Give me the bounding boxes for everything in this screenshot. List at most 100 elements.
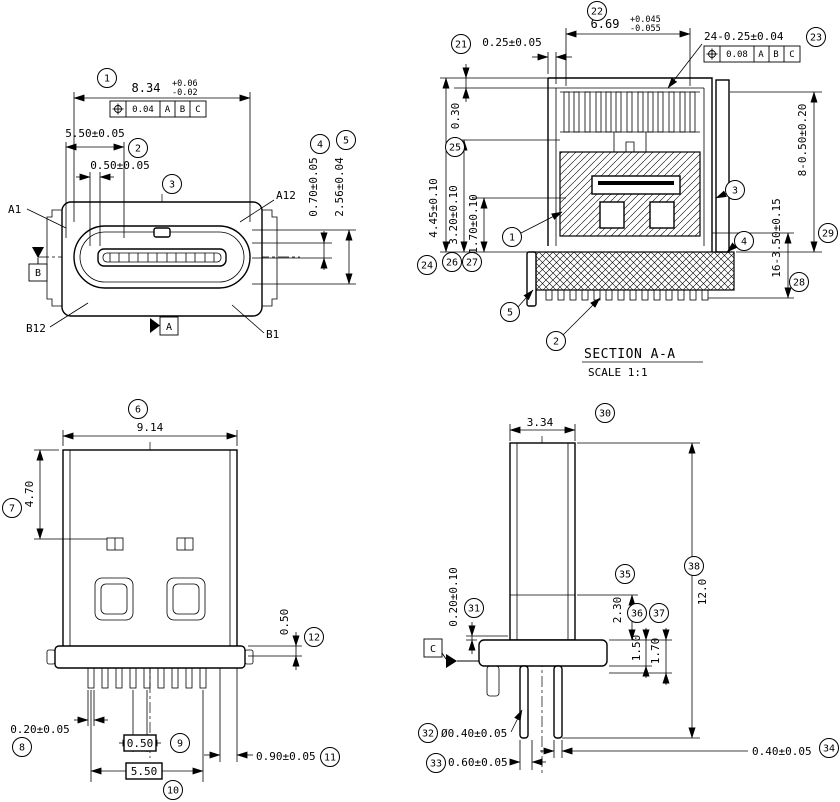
- balloon-34: 34: [819, 738, 839, 758]
- dim-0-30: 0.30: [449, 103, 462, 130]
- front-view-dimension-lines: [26, 92, 356, 334]
- feature-control-frame-front: 0.04 A B C: [109, 100, 207, 118]
- balloon-21: 21: [451, 34, 471, 54]
- dim-8-34-tol-minus: -0.02: [172, 88, 198, 98]
- dim-4-45: 4.45±0.10: [427, 178, 440, 238]
- dim-24-0-25: 24-0.25±0.04: [704, 30, 784, 43]
- balloon-38: 38: [684, 556, 704, 576]
- bottom-view: 9.14 4.70 0.20±0.05 0.50 5.50 0.90±0.05 …: [2, 399, 340, 800]
- svg-text:25: 25: [449, 143, 461, 154]
- balloon-36: 36: [627, 603, 647, 623]
- dim-1-70-side: 1.70: [649, 638, 662, 665]
- dim-8-0-50: 8-0.50±0.20: [796, 104, 809, 177]
- dim-0-60: 0.60±0.05: [448, 756, 508, 769]
- svg-text:2: 2: [135, 144, 141, 155]
- balloon-37: 37: [649, 603, 669, 623]
- svg-text:2: 2: [553, 337, 559, 348]
- front-view-shell: [46, 201, 278, 317]
- balloon-31: 31: [464, 598, 484, 618]
- dim-2-56: 2.56±0.04: [333, 157, 346, 217]
- svg-text:34: 34: [823, 744, 835, 755]
- svg-text:28: 28: [793, 278, 805, 289]
- svg-text:9: 9: [177, 739, 183, 750]
- bottom-view-body: [46, 449, 254, 689]
- position-tolerance-icon: [706, 48, 718, 60]
- latch-profile: [613, 132, 647, 153]
- svg-text:A: A: [166, 322, 172, 333]
- svg-text:27: 27: [466, 258, 478, 269]
- svg-text:38: 38: [688, 562, 700, 573]
- balloon-8: 8: [12, 737, 32, 757]
- dim-1-70-section: 1.70±0.10: [467, 194, 480, 254]
- svg-text:29: 29: [822, 229, 834, 240]
- dim-3-34: 3.34: [527, 416, 554, 429]
- pin-label-b12: B12: [26, 322, 46, 335]
- dim-0-70: 0.70±0.05: [307, 157, 320, 217]
- part-balloon-1: 1: [502, 227, 522, 247]
- svg-text:3: 3: [169, 180, 175, 191]
- svg-text:4: 4: [317, 140, 323, 151]
- svg-text:6: 6: [135, 405, 141, 416]
- feature-control-frame-section: 0.08 A B C: [703, 45, 801, 63]
- balloon-6: 6: [128, 399, 148, 419]
- svg-text:32: 32: [422, 729, 434, 740]
- svg-text:22: 22: [591, 7, 603, 18]
- part-balloon-3: 3: [725, 180, 745, 200]
- balloon-9: 9: [170, 733, 190, 753]
- dim-9-14: 9.14: [137, 421, 164, 434]
- balloon-27: 27: [462, 252, 482, 272]
- dim-6-69-tol-minus: -0.055: [630, 24, 661, 34]
- pin-label-a1: A1: [8, 203, 21, 216]
- svg-text:A: A: [758, 50, 764, 60]
- balloon-28: 28: [789, 272, 809, 292]
- svg-text:10: 10: [167, 786, 179, 797]
- svg-text:26: 26: [446, 258, 458, 269]
- svg-text:33: 33: [430, 759, 442, 770]
- svg-text:C: C: [195, 105, 200, 115]
- dim-0-20-bottom: 0.20±0.05: [10, 723, 70, 736]
- svg-text:1: 1: [104, 74, 110, 85]
- dim-3-20: 3.20±0.10: [447, 185, 460, 245]
- svg-text:24: 24: [421, 261, 433, 272]
- dim-5-50-boxed: 5.50: [125, 762, 163, 780]
- dim-4-70: 4.70: [23, 481, 36, 508]
- side-view: 3.34 12.0 2.30 1.50 1.70 0.20±0.10 Ø0.40…: [418, 403, 839, 775]
- svg-text:35: 35: [619, 570, 631, 581]
- svg-text:31: 31: [468, 604, 480, 615]
- dim-8-34: 8.34: [132, 81, 161, 95]
- balloon-3: 3: [162, 174, 182, 194]
- pin-label-a12: A12: [276, 189, 296, 202]
- datum-c-flag: C: [423, 638, 479, 668]
- svg-text:37: 37: [653, 609, 665, 620]
- balloon-24: 24: [417, 255, 437, 275]
- svg-text:5: 5: [507, 308, 513, 319]
- balloon-1: 1: [97, 68, 117, 88]
- section-housing: [559, 151, 701, 237]
- dim-0-20-side: 0.20±0.10: [447, 567, 460, 627]
- balloon-35: 35: [615, 564, 635, 584]
- position-tolerance-icon: [112, 103, 124, 115]
- svg-text:5: 5: [343, 136, 349, 147]
- dim-dia-0-40: Ø0.40±0.05: [441, 727, 507, 740]
- dim-12-0: 12.0: [696, 579, 709, 606]
- section-base: [526, 251, 735, 307]
- balloon-5: 5: [336, 130, 356, 150]
- svg-text:7: 7: [9, 504, 15, 515]
- section-dimension-lines: [440, 28, 822, 336]
- datum-a-flag: A: [150, 316, 179, 336]
- svg-text:B: B: [35, 268, 41, 279]
- balloon-11: 11: [320, 747, 340, 767]
- svg-text:23: 23: [810, 33, 822, 44]
- side-view-dimension-lines: [466, 424, 748, 770]
- section-shell: [547, 77, 730, 253]
- balloon-30: 30: [595, 403, 615, 423]
- svg-text:11: 11: [324, 753, 336, 764]
- svg-text:21: 21: [455, 40, 467, 51]
- dim-0-50: 0.50±0.05: [90, 159, 150, 172]
- part-balloon-4: 4: [734, 231, 754, 251]
- dim-0-50-boxed: 0.50: [123, 734, 157, 752]
- dim-8-34-tol-plus: +0.06: [172, 79, 198, 89]
- dim-0-90: 0.90±0.05: [256, 750, 316, 763]
- svg-text:5.50: 5.50: [131, 765, 158, 778]
- balloon-2: 2: [128, 138, 148, 158]
